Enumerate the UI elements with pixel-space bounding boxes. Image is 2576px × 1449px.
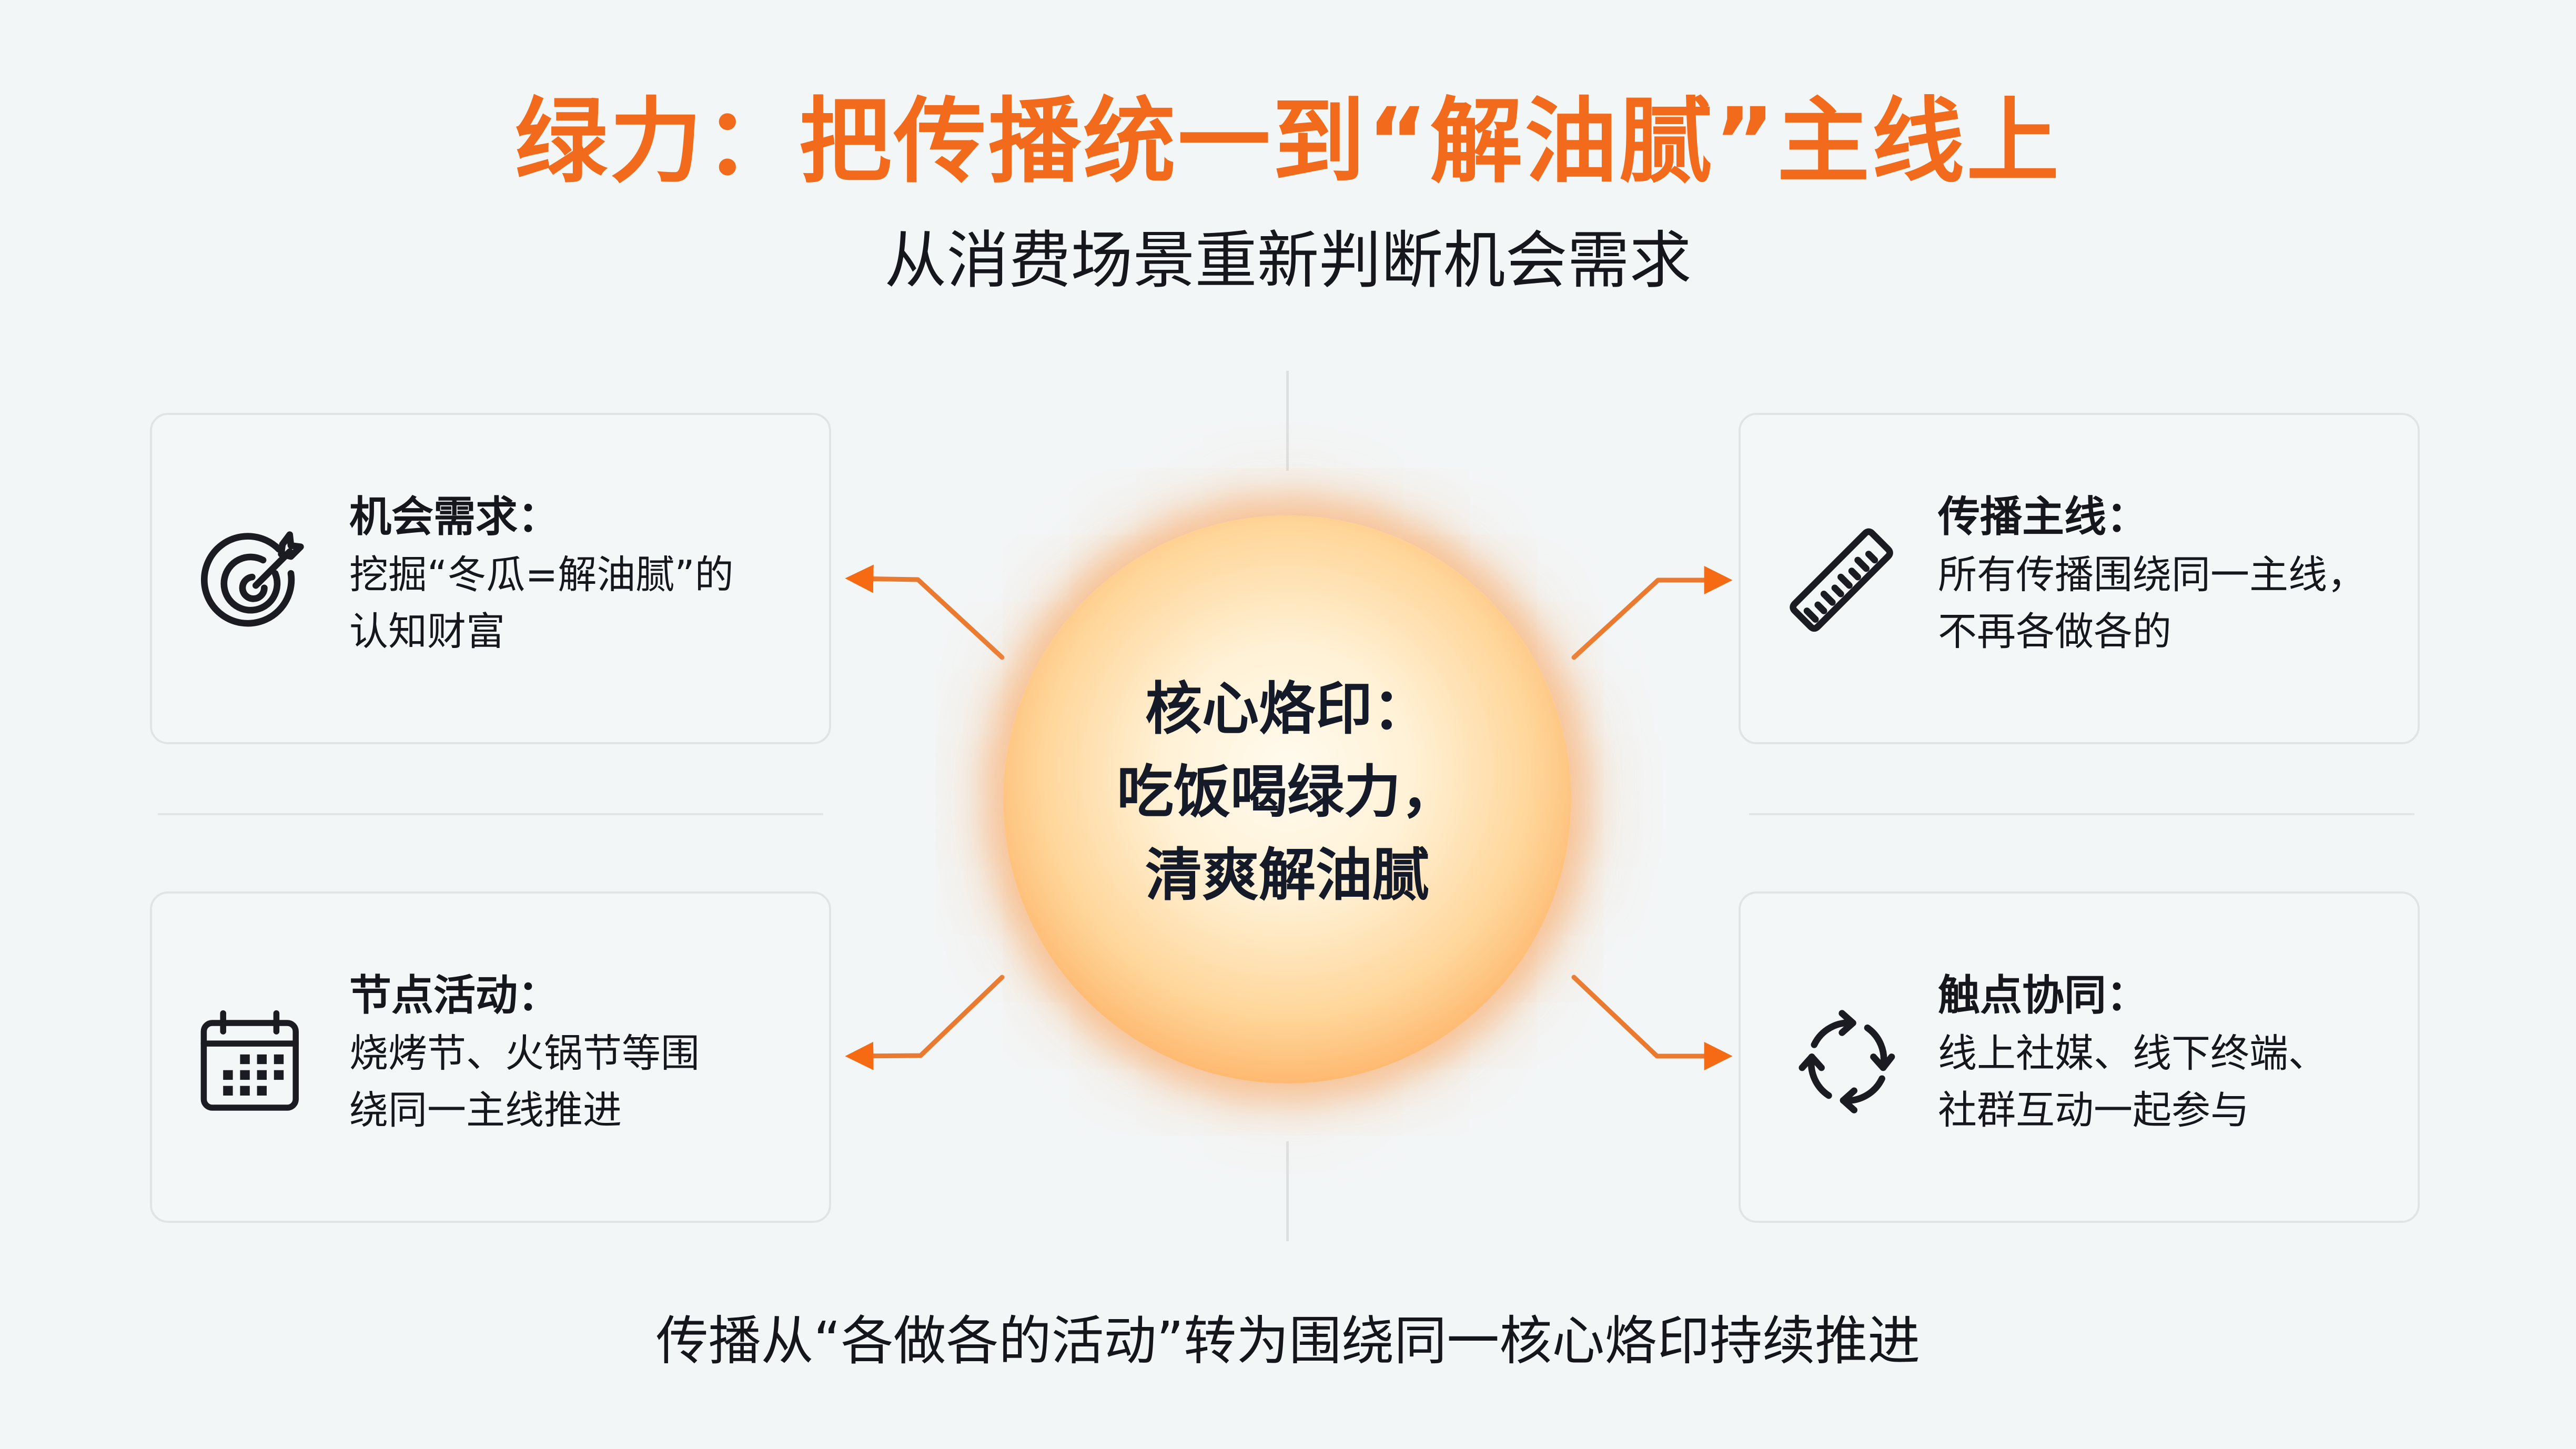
divider-top-vertical	[1286, 371, 1289, 471]
card-body-line: 所有传播围绕同一主线，	[1938, 552, 2366, 597]
core-line-2: 吃饭喝绿力，	[1116, 759, 1458, 825]
cycle-arrows-icon	[1799, 1010, 1895, 1113]
card-heading: 节点活动：	[349, 971, 560, 1020]
arrow-to-top-right	[1571, 566, 1733, 660]
card-text: 传播主线： 所有传播围绕同一主线， 不再各做各的	[1938, 488, 2401, 660]
footer-summary: 传播从“各做各的活动”转为围绕同一核心烙印持续推进	[655, 1310, 1921, 1372]
page-title: 绿力：把传播统一到“解油腻”主线上	[514, 88, 2062, 196]
arrow-to-bottom-right	[1571, 975, 1733, 1070]
card-body-line: 线上社媒、线下终端、	[1938, 1031, 2327, 1076]
core-text: 核心烙印： 吃饭喝绿力， 清爽解油腻	[1003, 668, 1571, 917]
arrow-to-bottom-left	[845, 975, 1005, 1070]
divider-right-horizontal	[1749, 813, 2415, 815]
core-circle: 核心烙印： 吃饭喝绿力， 清爽解油腻	[1003, 515, 1571, 1083]
card-text: 触点协同： 线上社媒、线下终端、 社群互动一起参与	[1938, 966, 2401, 1139]
core-line-3: 清爽解油腻	[1145, 843, 1429, 908]
card-body-line: 绕同一主线推进	[349, 1088, 622, 1133]
core-line-1: 核心烙印：	[1145, 676, 1429, 742]
card-touchpoint-collaboration: 触点协同： 线上社媒、线下终端、 社群互动一起参与	[1739, 891, 2420, 1223]
card-body-line: 认知财富	[349, 609, 505, 654]
card-opportunity-demand: 机会需求： 挖掘“冬瓜=解油腻”的 认知财富	[150, 413, 831, 744]
card-body-line: 社群互动一起参与	[1938, 1088, 2249, 1133]
card-heading: 机会需求：	[349, 492, 560, 541]
card-body-line: 挖掘“冬瓜=解油腻”的	[349, 552, 734, 597]
card-body-line: 烧烤节、火锅节等围	[349, 1031, 700, 1076]
page-subtitle: 从消费场景重新判断机会需求	[884, 224, 1692, 297]
calendar-icon	[200, 1010, 299, 1111]
divider-bottom-vertical	[1286, 1141, 1289, 1241]
ruler-icon	[1790, 528, 1893, 632]
divider-left-horizontal	[158, 813, 823, 815]
card-communication-mainline: 传播主线： 所有传播围绕同一主线， 不再各做各的	[1739, 413, 2420, 744]
card-text: 节点活动： 烧烤节、火锅节等围 绕同一主线推进	[349, 966, 812, 1139]
card-heading: 传播主线：	[1938, 492, 2148, 541]
card-heading: 触点协同：	[1938, 971, 2148, 1020]
card-body-line: 不再各做各的	[1938, 609, 2171, 654]
target-icon	[200, 531, 304, 627]
card-node-activities: 节点活动： 烧烤节、火锅节等围 绕同一主线推进	[150, 891, 831, 1223]
arrow-to-top-left	[845, 564, 1005, 660]
card-text: 机会需求： 挖掘“冬瓜=解油腻”的 认知财富	[349, 488, 812, 660]
